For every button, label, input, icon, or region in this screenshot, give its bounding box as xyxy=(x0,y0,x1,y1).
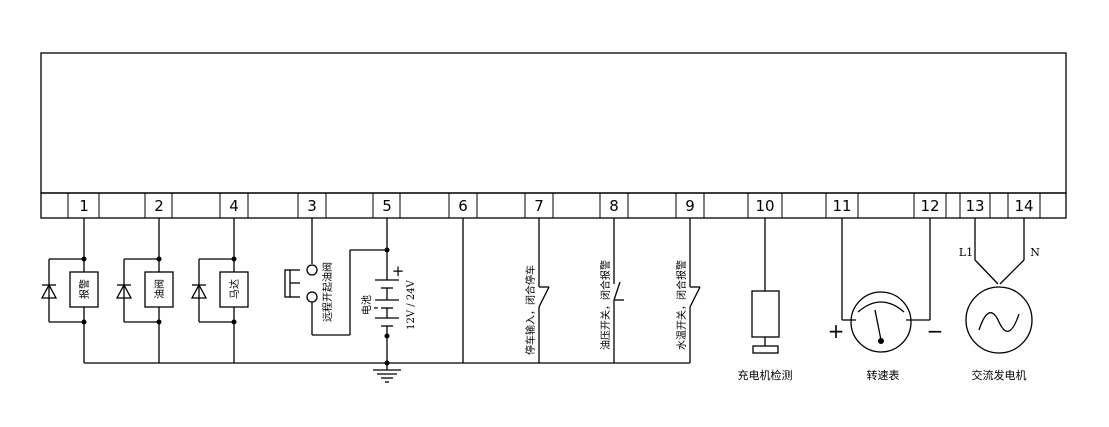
relay-alarm: 报警 xyxy=(40,218,99,363)
controller-box xyxy=(40,52,1067,194)
tach-plus: + xyxy=(828,319,845,343)
terminal-4: 4 xyxy=(229,197,239,215)
charger-label: 充电机检测 xyxy=(738,368,793,382)
tach-minus: − xyxy=(927,319,944,343)
alternator-label: 交流发电机 xyxy=(972,368,1027,382)
relay-oil-valve: 油阀 xyxy=(115,218,174,363)
alternator-N: N xyxy=(1030,246,1040,259)
relay-motor-label: 马达 xyxy=(229,279,241,299)
terminal-3: 3 xyxy=(307,197,317,215)
terminal-14: 14 xyxy=(1014,197,1033,215)
alternator-L1: L1 xyxy=(959,246,973,259)
ground-bus xyxy=(84,360,690,383)
remote-button-label: 远程开起油阀 xyxy=(321,262,334,322)
terminal-1: 1 xyxy=(79,197,89,215)
battery-minus: - xyxy=(373,298,378,316)
terminal-8: 8 xyxy=(609,197,619,215)
battery-plus: + xyxy=(392,262,405,280)
switch-water-temp-label: 水温开关，闭合报警 xyxy=(675,260,688,350)
ac-alternator: L1 N 交流发电机 xyxy=(959,218,1040,382)
switch-oil-pressure-label: 油压开关，闭合报警 xyxy=(599,260,612,350)
tach-label: 转速表 xyxy=(867,368,900,382)
terminal-12: 12 xyxy=(920,197,939,215)
terminal-6: 6 xyxy=(458,197,468,215)
relay-alarm-label: 报警 xyxy=(78,279,91,299)
battery-label: 电池 xyxy=(360,295,373,315)
relay-oil-valve-label: 油阀 xyxy=(153,279,166,299)
terminal-2: 2 xyxy=(154,197,164,215)
tachometer: + − 转速表 xyxy=(828,218,944,382)
relay-motor: 马达 xyxy=(190,218,249,363)
remote-push-button: 远程开起油阀 xyxy=(284,218,387,336)
terminal-9: 9 xyxy=(685,197,695,215)
terminal-10: 10 xyxy=(755,197,774,215)
terminal-11: 11 xyxy=(832,197,851,215)
switch-water-temp: 水温开关，闭合报警 xyxy=(675,218,701,363)
switch-oil-pressure: 油压开关，闭合报警 xyxy=(599,218,624,363)
terminal-5: 5 xyxy=(382,197,392,215)
switch-stop-label: 停车输入，闭合停车 xyxy=(524,265,537,355)
switch-stop-input: 停车输入，闭合停车 xyxy=(524,218,550,363)
battery: + - 电池 12V / 24V xyxy=(360,218,417,363)
terminal-strip: 1 2 4 3 5 6 7 8 9 10 11 12 13 14 xyxy=(40,192,1067,219)
charger-detect: 充电机检测 xyxy=(738,218,793,382)
terminal-7: 7 xyxy=(534,197,544,215)
battery-voltage: 12V / 24V xyxy=(406,279,417,329)
terminal-13: 13 xyxy=(965,197,984,215)
